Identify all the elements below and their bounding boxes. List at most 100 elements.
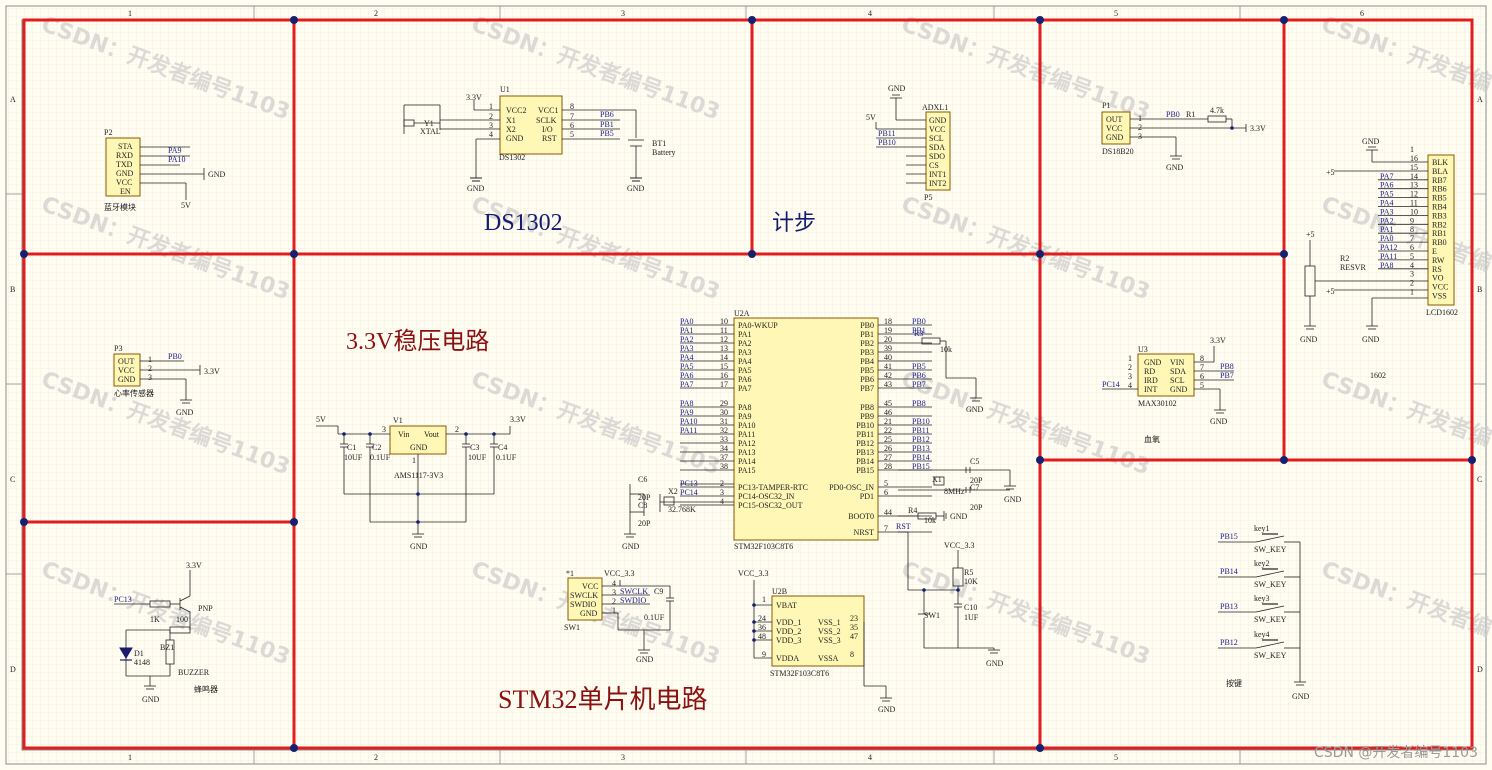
heart-num-3: 3 [148, 373, 152, 382]
lcd-pin: RS [1432, 265, 1442, 274]
key-ref: key1 [1254, 524, 1270, 533]
reset-circuit: VCC_3.3 R5 10K C10 1UF SW1 GND [907, 532, 1004, 668]
swd-body [567, 577, 603, 621]
oxy-r-scl: SCL [1170, 376, 1185, 385]
col-label-2: 2 [374, 9, 378, 18]
heart-sensor: P3 OUT VCC GND 1 2 3 PB0 3.3V 心率传感器 GND [113, 344, 220, 417]
oxy-r-sda: SDA [1170, 367, 1186, 376]
mcu-left-num: 17 [720, 380, 728, 389]
rtc-net-pb6: PB6 [600, 110, 614, 119]
swd-c9v: 0.1UF [644, 613, 665, 622]
lcd-body [1427, 154, 1455, 306]
bt-net-pa9: PA9 [168, 146, 182, 155]
mcu-left-pin: PA4 [738, 357, 752, 366]
lcd-gnd-pot: GND [1300, 335, 1318, 344]
lcd-num: 6 [1410, 243, 1414, 252]
frame-junctions [20, 16, 1476, 752]
row-label-c-right: C [1477, 475, 1482, 484]
swd-pin-vcc: VCC [582, 582, 598, 591]
mcu-u2b: U2B VBAT VDD_1 VDD_2 VDD_3 VDDA VSS_1 VS… [738, 569, 896, 714]
regulator-c3: C3 [470, 443, 479, 452]
mcu-left-pin: PA13 [738, 448, 756, 457]
lcd-pin: BLK [1432, 158, 1448, 167]
accel-pin-sda: SDA [929, 143, 945, 152]
mcu-left-pin: PA14 [738, 457, 756, 466]
mcu-left-num: 12 [720, 335, 728, 344]
mcu-right-num: 26 [884, 444, 892, 453]
mcu-left-net: PA8 [680, 399, 694, 408]
mcu-right-pin: NRST [854, 528, 875, 537]
accel-body [925, 111, 951, 191]
u2b-pin-vss1: VSS_1 [818, 618, 841, 627]
mcu-right-num: 6 [884, 488, 888, 497]
mcu-right-net: PB15 [912, 462, 930, 471]
mcu-right-pin: PB11 [857, 430, 875, 439]
mcu-right-num: 5 [884, 479, 888, 488]
lcd-net: PA1 [1380, 225, 1394, 234]
mcu-right-net: PB1 [912, 326, 926, 335]
swd-net-swclk: SWCLK [620, 587, 648, 596]
mcu-ref: U2A [734, 309, 750, 318]
mcu-left-pin: PA8 [738, 403, 752, 412]
reset-vcc: VCC_3.3 [944, 541, 974, 550]
heading-stm32: STM32单片机电路 [498, 685, 707, 714]
accel-pin-int2: INT2 [929, 179, 946, 188]
u2b-pin-vbat: VBAT [776, 601, 797, 610]
mcu-right-num: 43 [884, 380, 892, 389]
mcu-right-net: PB5 [912, 362, 926, 371]
bt-body [105, 137, 141, 197]
lcd-num: 11 [1410, 199, 1418, 208]
bt-5v: 5V [181, 201, 191, 210]
rtc-pin-gnd: GND [506, 134, 524, 143]
accel-conn: P5 [924, 193, 932, 202]
key-ref: key4 [1254, 630, 1270, 639]
mcu-r3: R3 [914, 329, 923, 338]
mcu-left-pin: PA5 [738, 366, 752, 375]
mcu-left-net: PA4 [680, 353, 694, 362]
mcu-left-net: PA0 [680, 317, 694, 326]
oxy-l-rd: RD [1144, 367, 1155, 376]
u2b-num-9: 9 [762, 650, 766, 659]
temp-ref: P1 [1102, 101, 1110, 110]
rtc-pin-rst: RST [542, 134, 557, 143]
oxy-r-vin: VIN [1170, 358, 1184, 367]
swd-pin-gnd: GND [580, 609, 598, 618]
rtc-pin-sclk: SCLK [536, 116, 557, 125]
mcu-right-num: 40 [884, 353, 892, 362]
rtc-bt-ref: BT1 [652, 139, 666, 148]
u2b-pin-vssa: VSSA [818, 654, 839, 663]
reset-r5v: 10K [964, 577, 978, 586]
lcd-plus5-vcc: +5 [1326, 287, 1335, 296]
row-label-b-right: B [1477, 285, 1482, 294]
oxy-ref: U3 [1138, 345, 1148, 354]
regulator-c3v: 10UF [468, 453, 487, 462]
key-net: PB15 [1220, 532, 1238, 541]
mcu-right-num: 46 [884, 408, 892, 417]
oxy-v33: 3.3V [1210, 336, 1226, 345]
mcu-left-net: PA9 [680, 408, 694, 417]
rtc-ds1302: U1 VCC2 X1 X2 GND VCC1 SCLK I/O RST 1 2 … [403, 85, 676, 193]
mcu-right-net: PB13 [912, 444, 930, 453]
rtc-bt: Battery [652, 148, 676, 157]
mcu-left-num: 2 [720, 479, 724, 488]
lcd-num: 5 [1410, 252, 1414, 261]
regulator-5v: 5V [316, 415, 326, 424]
bt-pin-en: EN [120, 187, 131, 196]
oxy-caption: 血氧 [1144, 434, 1160, 444]
mcu-left-net: PC14 [680, 488, 698, 497]
rtc-pin-x1: X1 [506, 116, 516, 125]
temp-r-val: 4.7k [1210, 106, 1224, 115]
rtc-gnd-1: GND [467, 184, 485, 193]
lcd-title: 1602 [1370, 371, 1386, 380]
mcu-part: STM32F103C8T6 [734, 542, 793, 551]
lcd-pin: RB4 [1432, 203, 1447, 212]
key-part: SW_KEY [1254, 651, 1287, 660]
mcu-left-pin: PC13-TAMPER-RTC [738, 483, 808, 492]
lcd-net: PA5 [1380, 190, 1394, 199]
bt-pin-gnd: GND [116, 169, 134, 178]
regulator-num-2: 2 [455, 425, 459, 434]
lcd-num: 15 [1410, 163, 1418, 172]
lcd-pin: E [1432, 247, 1437, 256]
rtc-num-1: 1 [489, 102, 493, 111]
mcu-c7: C7 [970, 483, 979, 492]
